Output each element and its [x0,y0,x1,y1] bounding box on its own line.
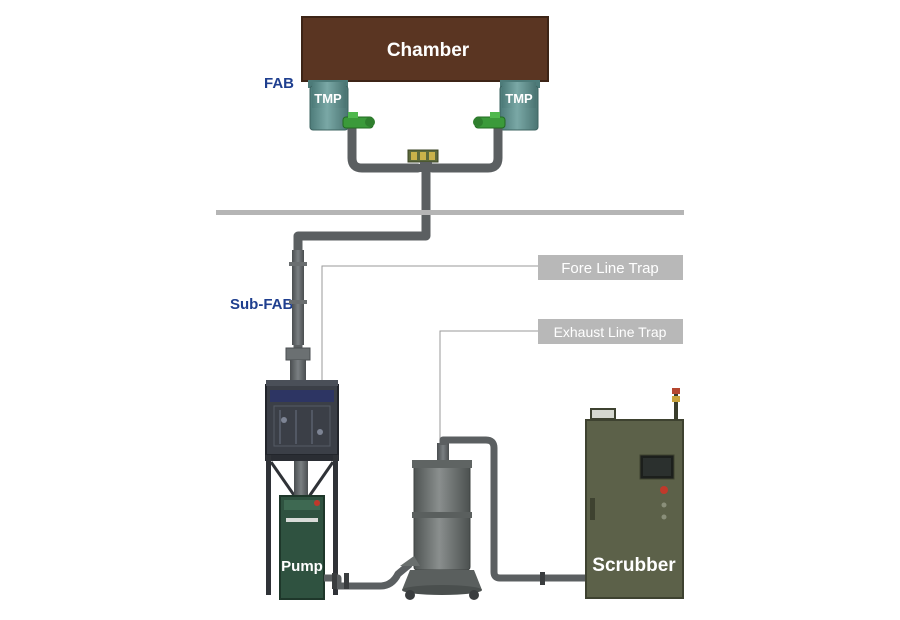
exhaust-pipe-to-scrubber [439,436,586,582]
valve-right-icon [473,112,506,129]
chamber-label: Chamber [387,40,470,61]
fore-line-trap-unit [265,380,339,456]
valve-left-icon [342,112,375,129]
scrubber-inlet-flange [540,572,545,585]
exhaust-line-trap-unit [400,443,482,600]
tmp-right-label: TMP [505,91,533,106]
fore-line-trap-tag: Fore Line Trap [538,255,683,280]
trap-stand [265,455,339,595]
pump: Pump [279,495,325,600]
scrubber-label: Scrubber [592,555,676,576]
scrubber: Scrubber [585,388,684,599]
fore-line-trap-label: Fore Line Trap [561,260,659,277]
chamber: Chamber [301,16,549,82]
exhaust-pipe-to-trap [324,561,413,590]
exhaust-line-trap-label: Exhaust Line Trap [554,324,667,340]
exhaust-line-trap-tag: Exhaust Line Trap [538,319,683,344]
fab-zone-label: FAB [264,75,294,92]
foreline-bellows [285,250,311,382]
sub-fab-zone-label: Sub-FAB [230,296,293,313]
foreline-manifold-pipe [293,121,503,352]
fab-floor-line [216,210,684,215]
exhaust-line-trap-callout [439,330,538,440]
tmp-left: TMP [308,80,349,131]
manifold-valves-icon [407,149,439,172]
tmp-right: TMP [499,80,540,131]
tmp-left-label: TMP [314,91,342,106]
pump-label: Pump [281,558,323,575]
fore-line-trap-callout [321,265,538,385]
